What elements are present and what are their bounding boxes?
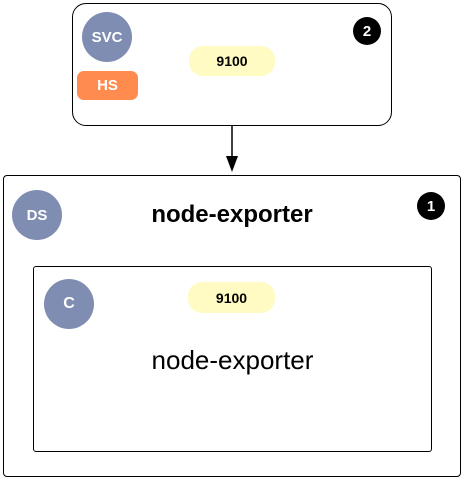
container-name: node-exporter	[151, 345, 314, 375]
container-port-pill: 9100	[188, 282, 275, 313]
svc-type-badge: SVC	[82, 12, 132, 62]
arrow-head	[226, 156, 238, 172]
daemonset-number-badge: 1	[417, 192, 445, 220]
daemonset-name: node-exporter	[151, 201, 313, 228]
container-type-badge: C	[44, 279, 94, 329]
headless-service-badge: HS	[77, 71, 138, 100]
service-port-pill: 9100	[189, 46, 275, 76]
service-number-badge: 2	[353, 17, 381, 45]
container-box[interactable]: C 9100 node-exporter	[33, 266, 432, 452]
ds-type-badge: DS	[12, 190, 62, 240]
service-box[interactable]: SVC HS 9100 2	[72, 3, 392, 126]
